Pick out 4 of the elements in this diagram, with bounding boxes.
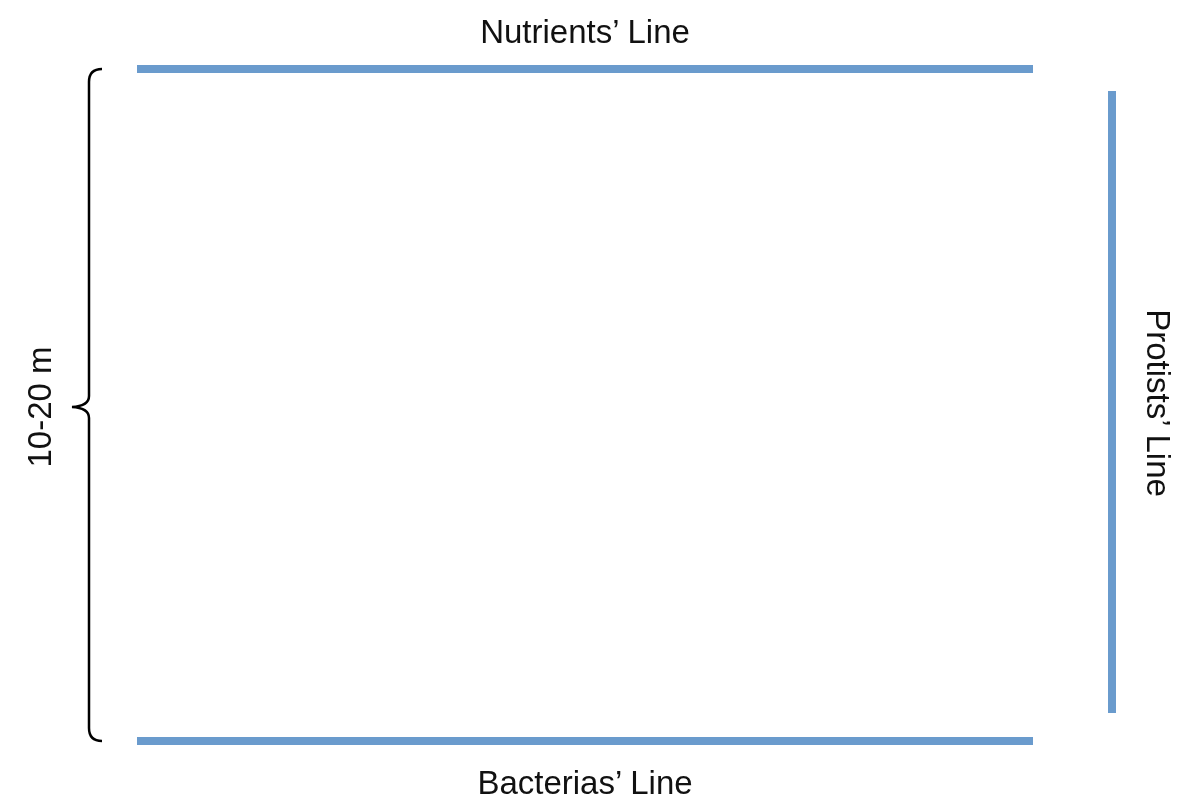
line-label: Protists’ Line bbox=[1139, 309, 1178, 497]
dimension-label: 10-20 m bbox=[20, 346, 59, 468]
line-label: Bacterias’ Line bbox=[477, 763, 693, 803]
line-label: Nutrients’ Line bbox=[480, 12, 690, 52]
